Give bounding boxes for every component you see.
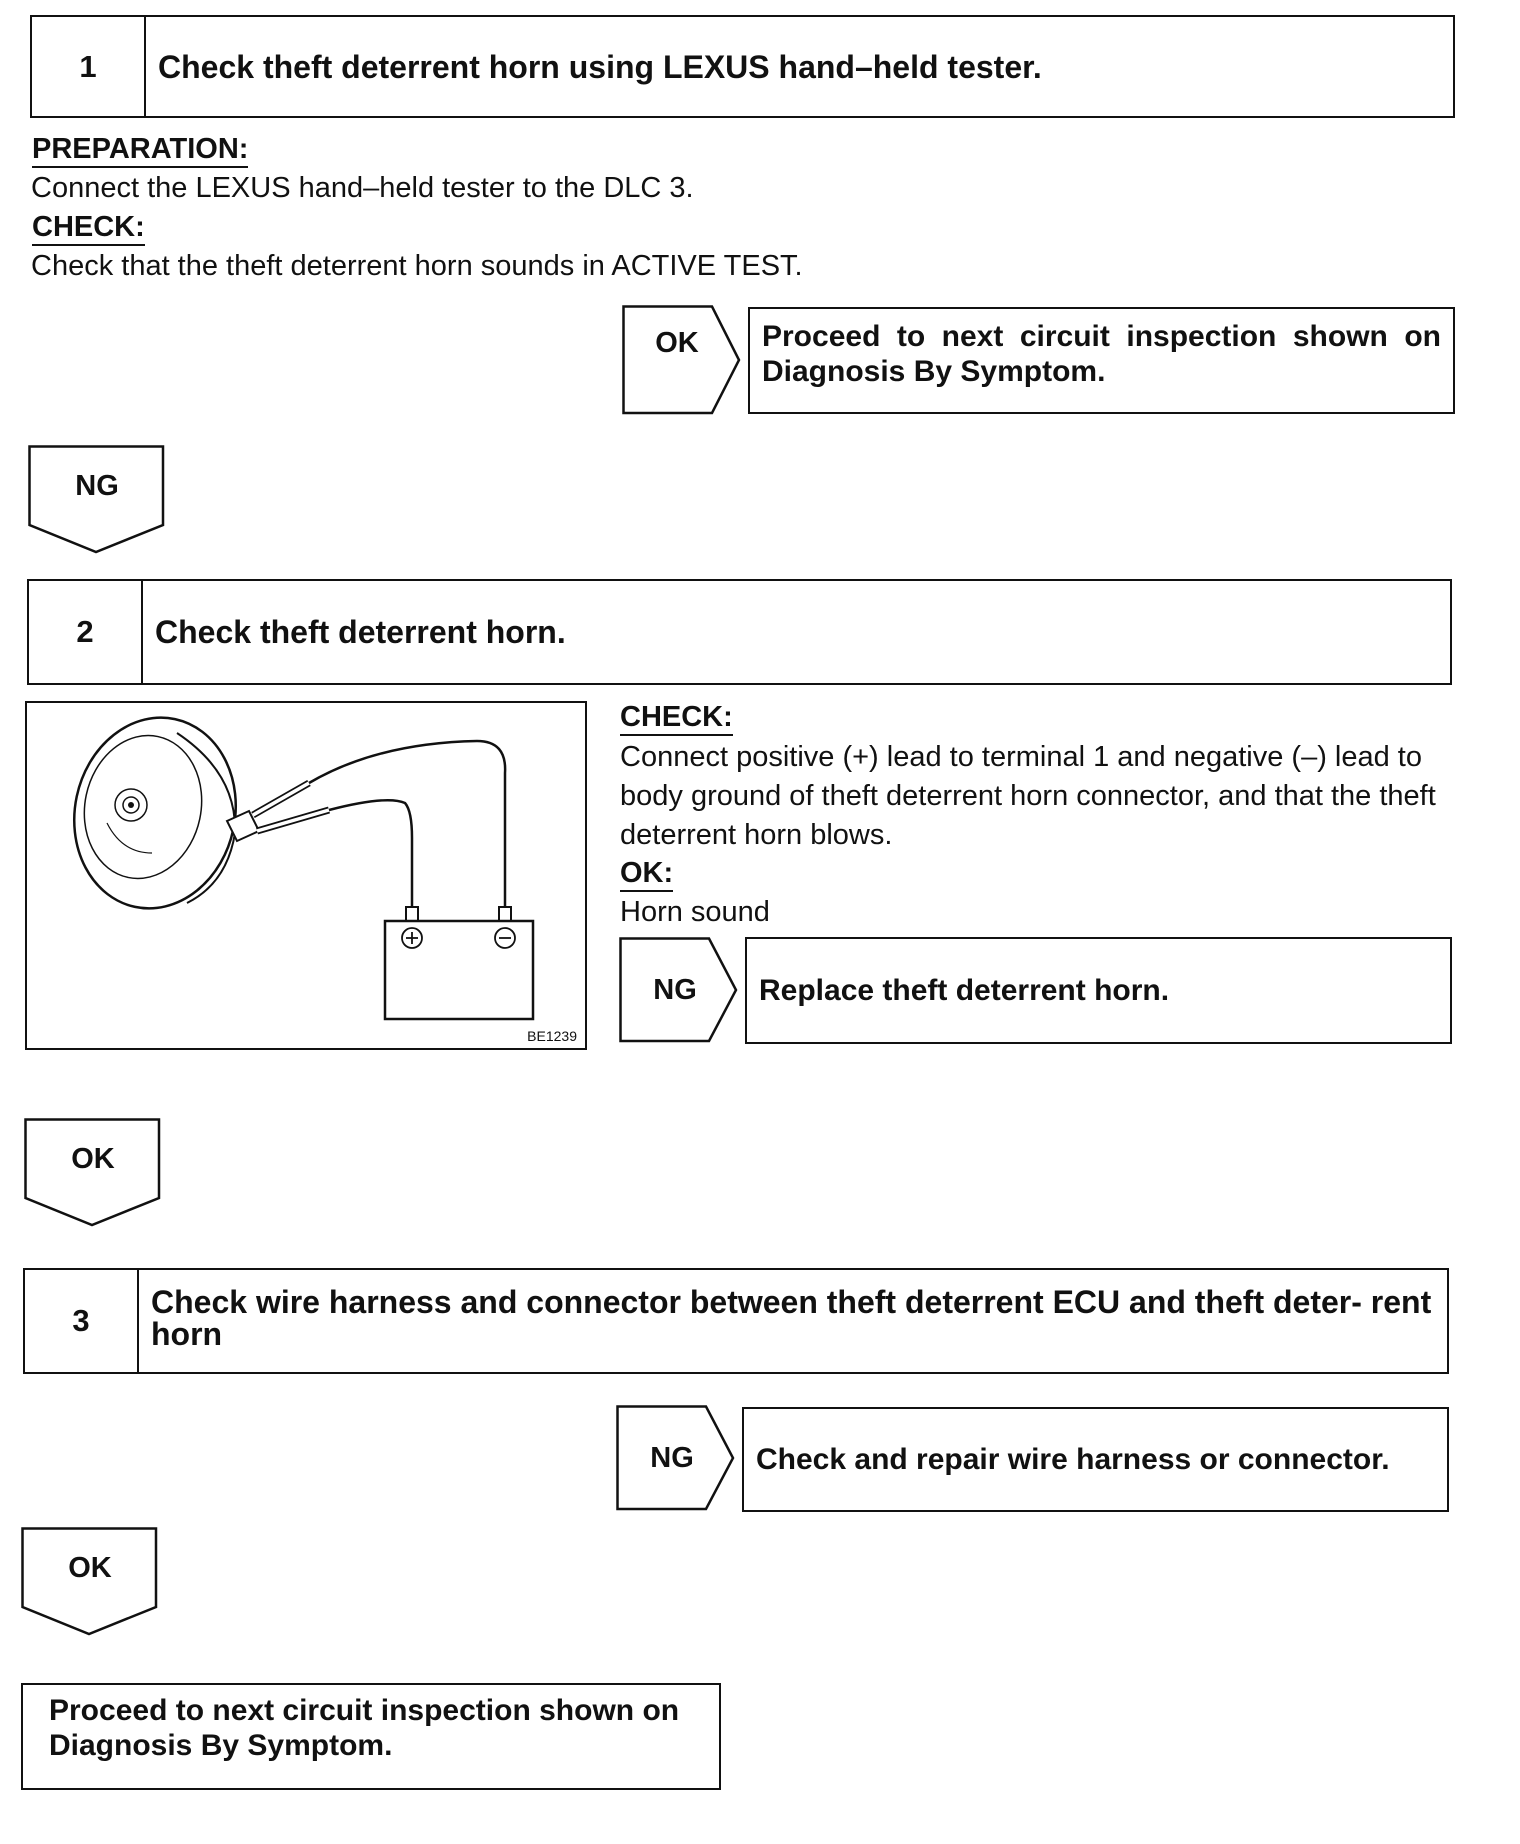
final-result: Proceed to next circuit inspection shown… [21, 1683, 721, 1790]
preparation-text: Connect the LEXUS hand–held tester to th… [31, 172, 694, 204]
horn-battery-figure: BE1239 [25, 701, 587, 1050]
ok-heading-2: OK: [620, 857, 674, 892]
ng-arrow-down-1 [28, 445, 165, 554]
preparation-heading: PREPARATION: [32, 133, 249, 168]
step-2-title: Check theft deterrent horn. [155, 614, 566, 650]
ok-label-2: OK [71, 1143, 115, 1175]
ok-arrow-down-2 [24, 1118, 161, 1227]
check-text-2: Connect positive (+) lead to terminal 1 … [620, 741, 1436, 851]
ng-label-2: NG [653, 974, 697, 1006]
ng-arrow-right-2 [619, 937, 738, 1043]
check-heading-1: CHECK: [32, 211, 145, 246]
ok-text-2: Horn sound [620, 896, 770, 928]
ok-result-1: Proceed to next circuit inspection shown… [748, 307, 1455, 414]
step-2-header: 2 Check theft deterrent horn. [27, 579, 1452, 685]
ok-label-1: OK [655, 327, 699, 359]
ok-arrow-right-1 [622, 305, 741, 415]
step-3-header: 3 Check wire harness and connector betwe… [23, 1268, 1449, 1374]
step-1-title: Check theft deterrent horn using LEXUS h… [158, 48, 1042, 85]
ng-label-1: NG [75, 470, 119, 502]
step-1-number: 1 [32, 17, 146, 116]
ng-arrow-right-3 [616, 1405, 735, 1511]
check-heading-2: CHECK: [620, 701, 733, 736]
step-3-title: Check wire harness and connector between… [151, 1284, 1432, 1352]
ok-label-3: OK [68, 1552, 112, 1584]
ng-label-3: NG [650, 1442, 694, 1474]
figure-code: BE1239 [527, 1028, 577, 1044]
step-3-number: 3 [25, 1270, 139, 1372]
ng-result-3: Check and repair wire harness or connect… [742, 1407, 1449, 1512]
step-2-number: 2 [29, 581, 143, 683]
ng-result-2: Replace theft deterrent horn. [745, 937, 1452, 1044]
step-1-header: 1 Check theft deterrent horn using LEXUS… [30, 15, 1455, 118]
check-text-1: Check that the theft deterrent horn soun… [31, 250, 803, 282]
ok-arrow-down-3 [21, 1527, 158, 1636]
horn-battery-diagram [72, 716, 535, 1021]
